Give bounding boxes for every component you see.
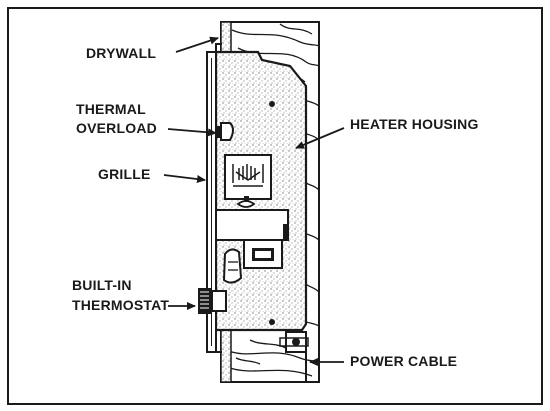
power-cable-clamp (279, 331, 309, 382)
mounting-screw-bottom (269, 319, 275, 325)
thermostat-shaft (222, 248, 243, 284)
label-grille: GRILLE (98, 166, 151, 182)
thermostat-bracket (215, 209, 289, 241)
thermostat-knob (198, 288, 227, 314)
label-thermal-overload-line1: THERMAL (76, 101, 146, 117)
arrow-heater-housing (295, 127, 345, 149)
label-thermal-overload-line2: OVERLOAD (76, 120, 157, 136)
mounting-clip (236, 196, 256, 208)
label-built-in-thermostat-line2: THERMOSTAT (72, 297, 169, 313)
arrow-thermal-overload (167, 128, 217, 137)
arrow-drywall (175, 36, 219, 53)
mounting-screw-top (269, 101, 275, 107)
label-drywall: DRYWALL (86, 45, 156, 61)
label-built-in-thermostat-line1: BUILT-IN (72, 277, 132, 293)
thermostat-body (243, 239, 283, 269)
label-heater-housing: HEATER HOUSING (350, 116, 479, 132)
arrow-grille (163, 174, 206, 184)
diagram-border (7, 7, 543, 405)
element-plate (224, 154, 272, 200)
label-power-cable: POWER CABLE (350, 353, 457, 369)
thermal-overload-device (216, 122, 234, 141)
